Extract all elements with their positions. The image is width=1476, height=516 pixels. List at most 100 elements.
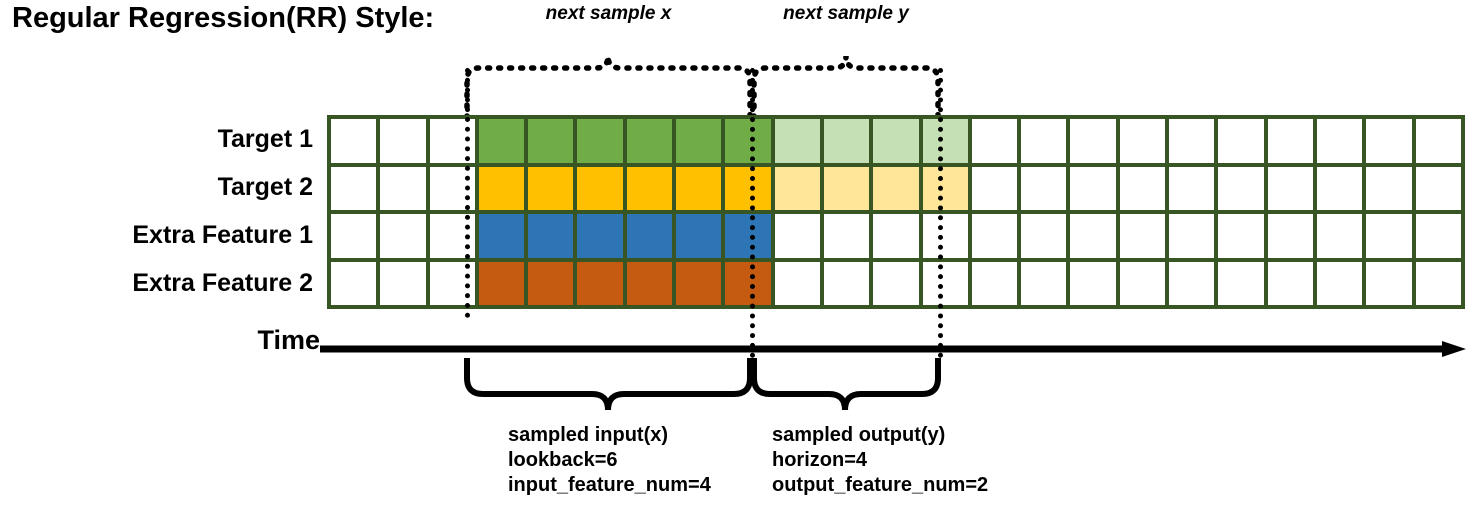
brace-next-sample-y <box>751 55 941 121</box>
grid-cell-output <box>774 119 820 163</box>
grid-cell-empty <box>1415 166 1461 210</box>
grid-cell-input <box>725 119 771 163</box>
row-label-target-2: Target 2 <box>217 173 313 201</box>
grid-cell-empty <box>1169 261 1215 305</box>
grid-cell-empty <box>774 261 820 305</box>
grid-cell-output <box>922 119 968 163</box>
row-label-target-1: Target 1 <box>217 125 313 153</box>
grid-cell-empty <box>1366 119 1412 163</box>
annotation-output-line-2: horizon=4 <box>772 449 868 471</box>
time-axis-arrow <box>320 341 1466 357</box>
grid-cell-empty <box>331 214 377 258</box>
annotation-input-line-1: sampled input(x) <box>508 424 669 446</box>
grid-cell-empty <box>1218 214 1264 258</box>
annotation-sampled-input: sampled input(x) lookback=6 input_featur… <box>508 423 711 498</box>
grid-row <box>331 261 1461 305</box>
grid-cell-empty <box>1267 119 1313 163</box>
grid-row <box>331 166 1461 210</box>
grid-cell-input <box>478 214 525 258</box>
grid-cell-empty <box>823 261 870 305</box>
grid-cell-empty <box>1316 214 1363 258</box>
grid-cell-output <box>873 119 919 163</box>
grid-cell-empty <box>1021 261 1067 305</box>
grid-cell-input <box>577 214 623 258</box>
grid-cell-empty <box>331 261 377 305</box>
grid-cell-input <box>577 119 623 163</box>
annotation-sampled-output: sampled output(y) horizon=4 output_featu… <box>772 423 988 498</box>
grid-cell-empty <box>380 214 426 258</box>
grid-cell-empty <box>1316 119 1363 163</box>
grid-cell-empty <box>380 119 426 163</box>
guide-line-input-end <box>750 68 755 358</box>
grid-cell-empty <box>1021 214 1067 258</box>
page-title: Regular Regression(RR) Style: <box>12 2 435 34</box>
grid-cell-empty <box>774 214 820 258</box>
grid-cell-empty <box>1070 214 1116 258</box>
annotation-output-line-1: sampled output(y) <box>772 424 946 446</box>
grid-cell-empty <box>1366 214 1412 258</box>
grid-cell-empty <box>1415 261 1461 305</box>
grid-cell-empty <box>823 214 870 258</box>
time-axis-label: Time <box>257 325 320 355</box>
caption-next-sample-y: next sample y <box>783 3 909 24</box>
grid-row <box>331 119 1461 163</box>
grid-cell-empty <box>1070 119 1116 163</box>
grid-cell-empty <box>873 214 919 258</box>
annotation-output-line-3: output_feature_num=2 <box>772 474 989 496</box>
grid-cell-empty <box>1366 261 1412 305</box>
grid-cell-empty <box>1366 166 1412 210</box>
grid-cell-empty <box>1316 261 1363 305</box>
grid-row <box>331 214 1461 258</box>
grid-cell-output <box>922 166 968 210</box>
grid-cell-output <box>774 166 820 210</box>
guide-line-output-end <box>938 68 943 358</box>
grid-cell-empty <box>1021 119 1067 163</box>
brace-sampled-output <box>751 358 941 411</box>
grid-cell-empty <box>331 166 377 210</box>
grid-cell-empty <box>971 119 1018 163</box>
grid-cell-output <box>823 166 870 210</box>
caption-next-sample-x: next sample x <box>545 3 672 24</box>
grid-cell-empty <box>971 214 1018 258</box>
grid-cell-empty <box>922 261 968 305</box>
grid-cell-input <box>577 166 623 210</box>
grid-cell-empty <box>971 261 1018 305</box>
grid-cell-input <box>478 119 525 163</box>
grid-cell-empty <box>1070 166 1116 210</box>
grid-cell-input <box>725 261 771 305</box>
guide-line-input-start <box>465 68 470 318</box>
grid-cell-input <box>626 119 673 163</box>
grid-cell-empty <box>1415 214 1461 258</box>
grid-cell-empty <box>1169 166 1215 210</box>
timeline-grid <box>327 115 1465 309</box>
grid-cell-empty <box>1119 119 1166 163</box>
grid-cell-input <box>676 166 722 210</box>
grid-cell-empty <box>1415 119 1461 163</box>
brace-sampled-input <box>464 358 753 411</box>
grid-cell-input <box>725 166 771 210</box>
annotation-input-line-3: input_feature_num=4 <box>508 474 711 496</box>
grid-cell-input <box>528 214 574 258</box>
grid-cell-input <box>626 214 673 258</box>
grid-cell-empty <box>1218 261 1264 305</box>
grid-cell-empty <box>1267 166 1313 210</box>
grid-cell-input <box>626 166 673 210</box>
annotation-input-line-2: lookback=6 <box>508 449 618 471</box>
grid-cell-empty <box>1119 166 1166 210</box>
grid-cell-input <box>577 261 623 305</box>
grid-cell-empty <box>1169 119 1215 163</box>
grid-cell-empty <box>331 119 377 163</box>
grid-cell-input <box>528 119 574 163</box>
grid-cell-empty <box>1267 261 1313 305</box>
grid-cell-empty <box>1218 119 1264 163</box>
row-label-extra-feature-2: Extra Feature 2 <box>132 269 313 297</box>
grid-cell-empty <box>1267 214 1313 258</box>
grid-cell-empty <box>873 261 919 305</box>
grid-cell-input <box>626 261 673 305</box>
grid-cell-empty <box>380 261 426 305</box>
grid-cell-empty <box>971 166 1018 210</box>
grid-cell-input <box>725 214 771 258</box>
grid-cell-empty <box>1070 261 1116 305</box>
grid-cell-input <box>676 214 722 258</box>
grid-cell-input <box>528 261 574 305</box>
